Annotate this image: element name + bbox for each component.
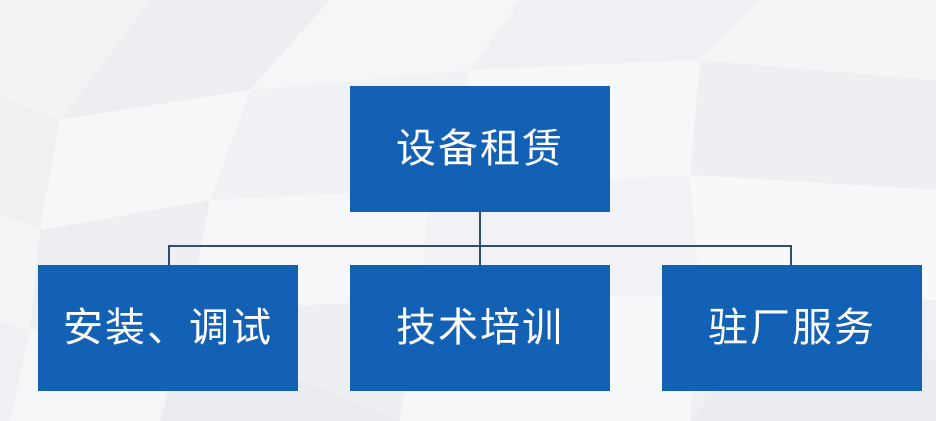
connector-child-1-vertical — [479, 245, 481, 265]
node-child-installation[interactable]: 安装、调试 — [38, 265, 298, 391]
connector-root-vertical — [479, 212, 481, 246]
node-child-2-label: 驻厂服务 — [708, 305, 876, 350]
node-child-0-label: 安装、调试 — [63, 305, 273, 350]
node-child-onsite-service[interactable]: 驻厂服务 — [662, 265, 922, 391]
connector-child-2-vertical — [790, 245, 792, 265]
connector-child-0-vertical — [168, 245, 170, 265]
node-root[interactable]: 设备租赁 — [350, 86, 610, 212]
node-child-1-label: 技术培训 — [396, 305, 564, 350]
node-child-training[interactable]: 技术培训 — [350, 265, 610, 391]
node-root-label: 设备租赁 — [396, 126, 564, 171]
